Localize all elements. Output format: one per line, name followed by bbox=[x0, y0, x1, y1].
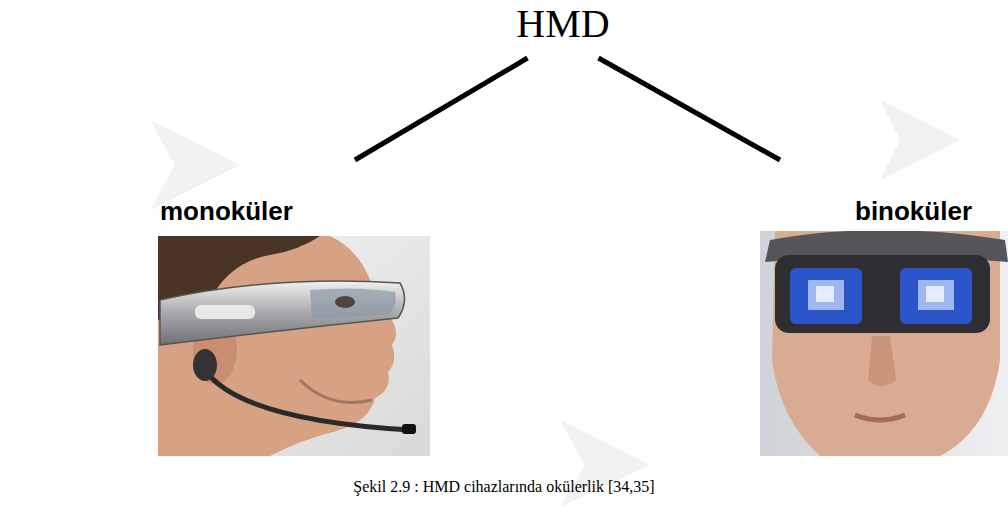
node-text: monoküler bbox=[160, 196, 293, 227]
node-text: HMD bbox=[516, 2, 609, 46]
tree-connector bbox=[355, 58, 528, 160]
tree-connector bbox=[598, 58, 780, 160]
node-text: binoküler bbox=[855, 196, 972, 227]
figure-caption: Şekil 2.9 : HMD cihazlarında okülerlik [… bbox=[0, 478, 1008, 496]
branch-label: binoküler bbox=[855, 196, 972, 227]
monocular-photo bbox=[158, 236, 430, 456]
root-label: HMD bbox=[516, 2, 609, 46]
branch-label: monoküler bbox=[160, 196, 293, 227]
binocular-photo bbox=[760, 231, 1008, 456]
